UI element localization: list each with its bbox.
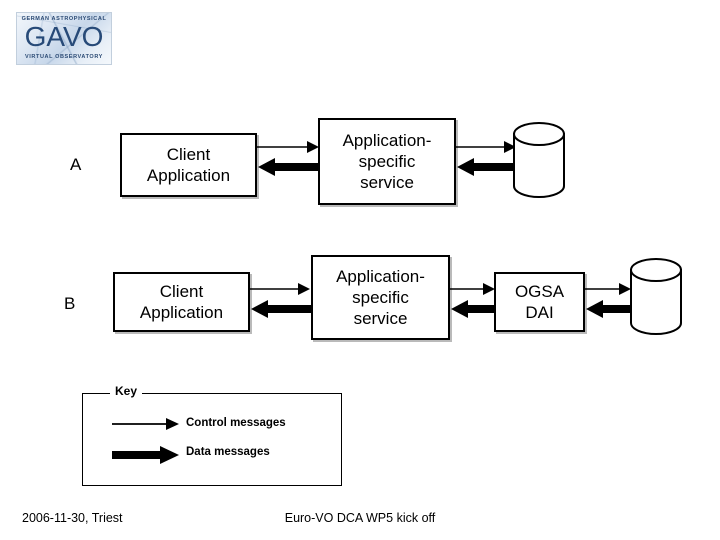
row-b-client-application-line2: Application [139, 303, 224, 322]
key-entry-data-messages-label: Data messages [186, 446, 270, 458]
logo-top-text: GERMAN ASTROPHYSICAL [21, 16, 107, 22]
row-b-data-arrow-2 [450, 297, 496, 321]
footer-date-location: 2006-11-30, Triest [22, 511, 123, 525]
row-label-a: A [70, 155, 82, 174]
row-b-client-application-line1: Client [159, 282, 204, 301]
key-thin-arrow-right-icon [112, 417, 180, 431]
row-a-client-application-line2: Application [146, 166, 231, 185]
row-b-application-specific-service-box: Application- specific service [311, 255, 450, 340]
row-a-client-application-box: Client Application [120, 133, 257, 197]
key-thick-arrow-right-icon [112, 444, 180, 466]
row-a-service-line1: Application- [342, 131, 432, 150]
logo-main-text: GAVO [24, 21, 104, 52]
row-b-ogsa-dai-box: OGSA DAI [494, 272, 585, 332]
key-entry-control-messages-label: Control messages [186, 417, 286, 429]
key-legend-box [82, 393, 342, 486]
row-b-control-arrow-2 [450, 282, 496, 296]
row-b-db-data-arrow [585, 297, 633, 321]
row-label-b: B [64, 294, 76, 313]
row-a-client-application-line1: Client [166, 145, 211, 164]
footer-event-title: Euro-VO DCA WP5 kick off [284, 511, 436, 525]
key-title: Key [110, 384, 143, 398]
row-b-service-line3: service [353, 309, 408, 328]
row-b-db-control-arrow [585, 282, 633, 296]
row-a-db-data-arrow [456, 155, 518, 179]
logo-bottom-text: VIRTUAL OBSERVATORY [25, 54, 103, 60]
row-b-client-application-box: Client Application [113, 272, 250, 332]
row-b-ogsa-dai-line1: OGSA [514, 282, 565, 301]
logo-texture [17, 13, 111, 64]
row-b-service-line1: Application- [336, 267, 425, 286]
row-b-service-line2: specific [352, 288, 409, 307]
row-a-db-control-arrow [456, 140, 518, 154]
row-a-service-line2: specific [358, 152, 416, 171]
row-a-application-specific-service-box: Application- specific service [318, 118, 456, 205]
row-b-database-cylinder [629, 257, 683, 337]
row-a-control-arrow [257, 140, 321, 154]
row-a-data-arrow [257, 155, 321, 179]
row-b-ogsa-dai-line2: DAI [525, 303, 554, 322]
row-b-control-arrow-1 [250, 282, 312, 296]
row-a-service-line3: service [360, 173, 414, 192]
row-b-data-arrow-1 [250, 297, 312, 321]
row-a-database-cylinder [512, 121, 566, 199]
gavo-logo: GERMAN ASTROPHYSICAL GAVO VIRTUAL OBSERV… [16, 12, 112, 65]
